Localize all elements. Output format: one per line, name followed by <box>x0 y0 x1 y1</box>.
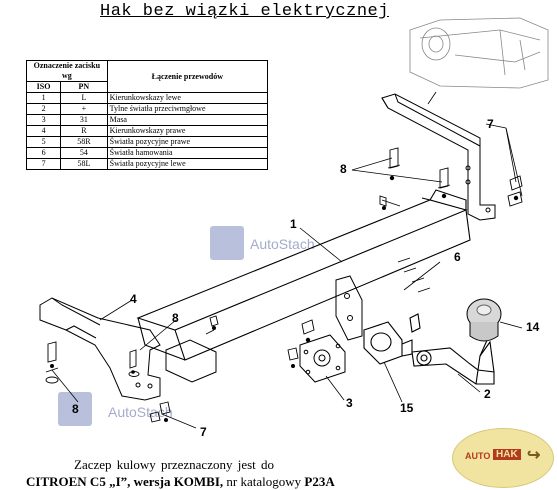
caption-catalog-prefix: nr katalogowy <box>226 474 302 489</box>
wiring-legend-table: Oznaczenie zacisku wg Łączenie przewodów… <box>25 60 269 170</box>
callout-4: 4 <box>130 292 137 306</box>
logo-hook-icon: ↪ <box>527 447 541 464</box>
autohak-logo: AUTO HAK ↪ <box>452 428 554 488</box>
callout-8-mid: 8 <box>172 311 179 325</box>
tow-ball-arm <box>411 337 495 385</box>
watermark-text: AutoStach <box>250 236 315 252</box>
callout-7-bottom: 7 <box>200 425 207 439</box>
callout-1: 1 <box>290 217 297 231</box>
product-caption: Zaczep kulowy przeznaczony jest do CITRO… <box>26 456 426 490</box>
callout-8-top: 8 <box>340 162 347 176</box>
callout-2: 2 <box>484 387 491 401</box>
watermark-logo-icon <box>58 392 92 426</box>
callout-8-bottom: 8 <box>72 402 79 416</box>
logo-auto-text: AUTO <box>465 451 491 461</box>
caption-vehicle: CITROEN C5 „I”, wersja KOMBI, <box>26 474 224 489</box>
washer-dots <box>50 175 519 422</box>
caption-line-2: CITROEN C5 „I”, wersja KOMBI, nr katalog… <box>26 473 426 490</box>
caption-line-1: Zaczep kulowy przeznaczony jest do <box>74 457 275 472</box>
vehicle-rear-illustration <box>409 17 549 89</box>
callout-15: 15 <box>400 401 414 415</box>
callout-7-top: 7 <box>487 117 494 131</box>
watermark-logo-icon <box>210 226 244 260</box>
logo-hak-text: HAK <box>493 449 521 460</box>
caption-catalog-number: P23A <box>304 474 335 489</box>
callout-3: 3 <box>346 396 353 410</box>
page-title: Hak bez wiązki elektrycznej <box>100 2 389 21</box>
fastener-bolts <box>45 147 523 423</box>
watermark-text: AutoStach <box>108 404 173 420</box>
main-cross-beam <box>136 189 471 361</box>
callout-leader-lines <box>51 91 523 429</box>
center-mount-bracket <box>165 275 363 383</box>
callout-14: 14 <box>526 320 540 334</box>
upper-right-bracket <box>381 93 496 221</box>
socket-plate <box>299 334 346 383</box>
electrical-socket <box>363 313 421 365</box>
ball-cover <box>466 298 502 342</box>
left-bracket <box>39 297 161 401</box>
callout-6: 6 <box>454 250 461 264</box>
table-row: 2+Tylne światła przeciwmgłowe <box>25 103 269 115</box>
